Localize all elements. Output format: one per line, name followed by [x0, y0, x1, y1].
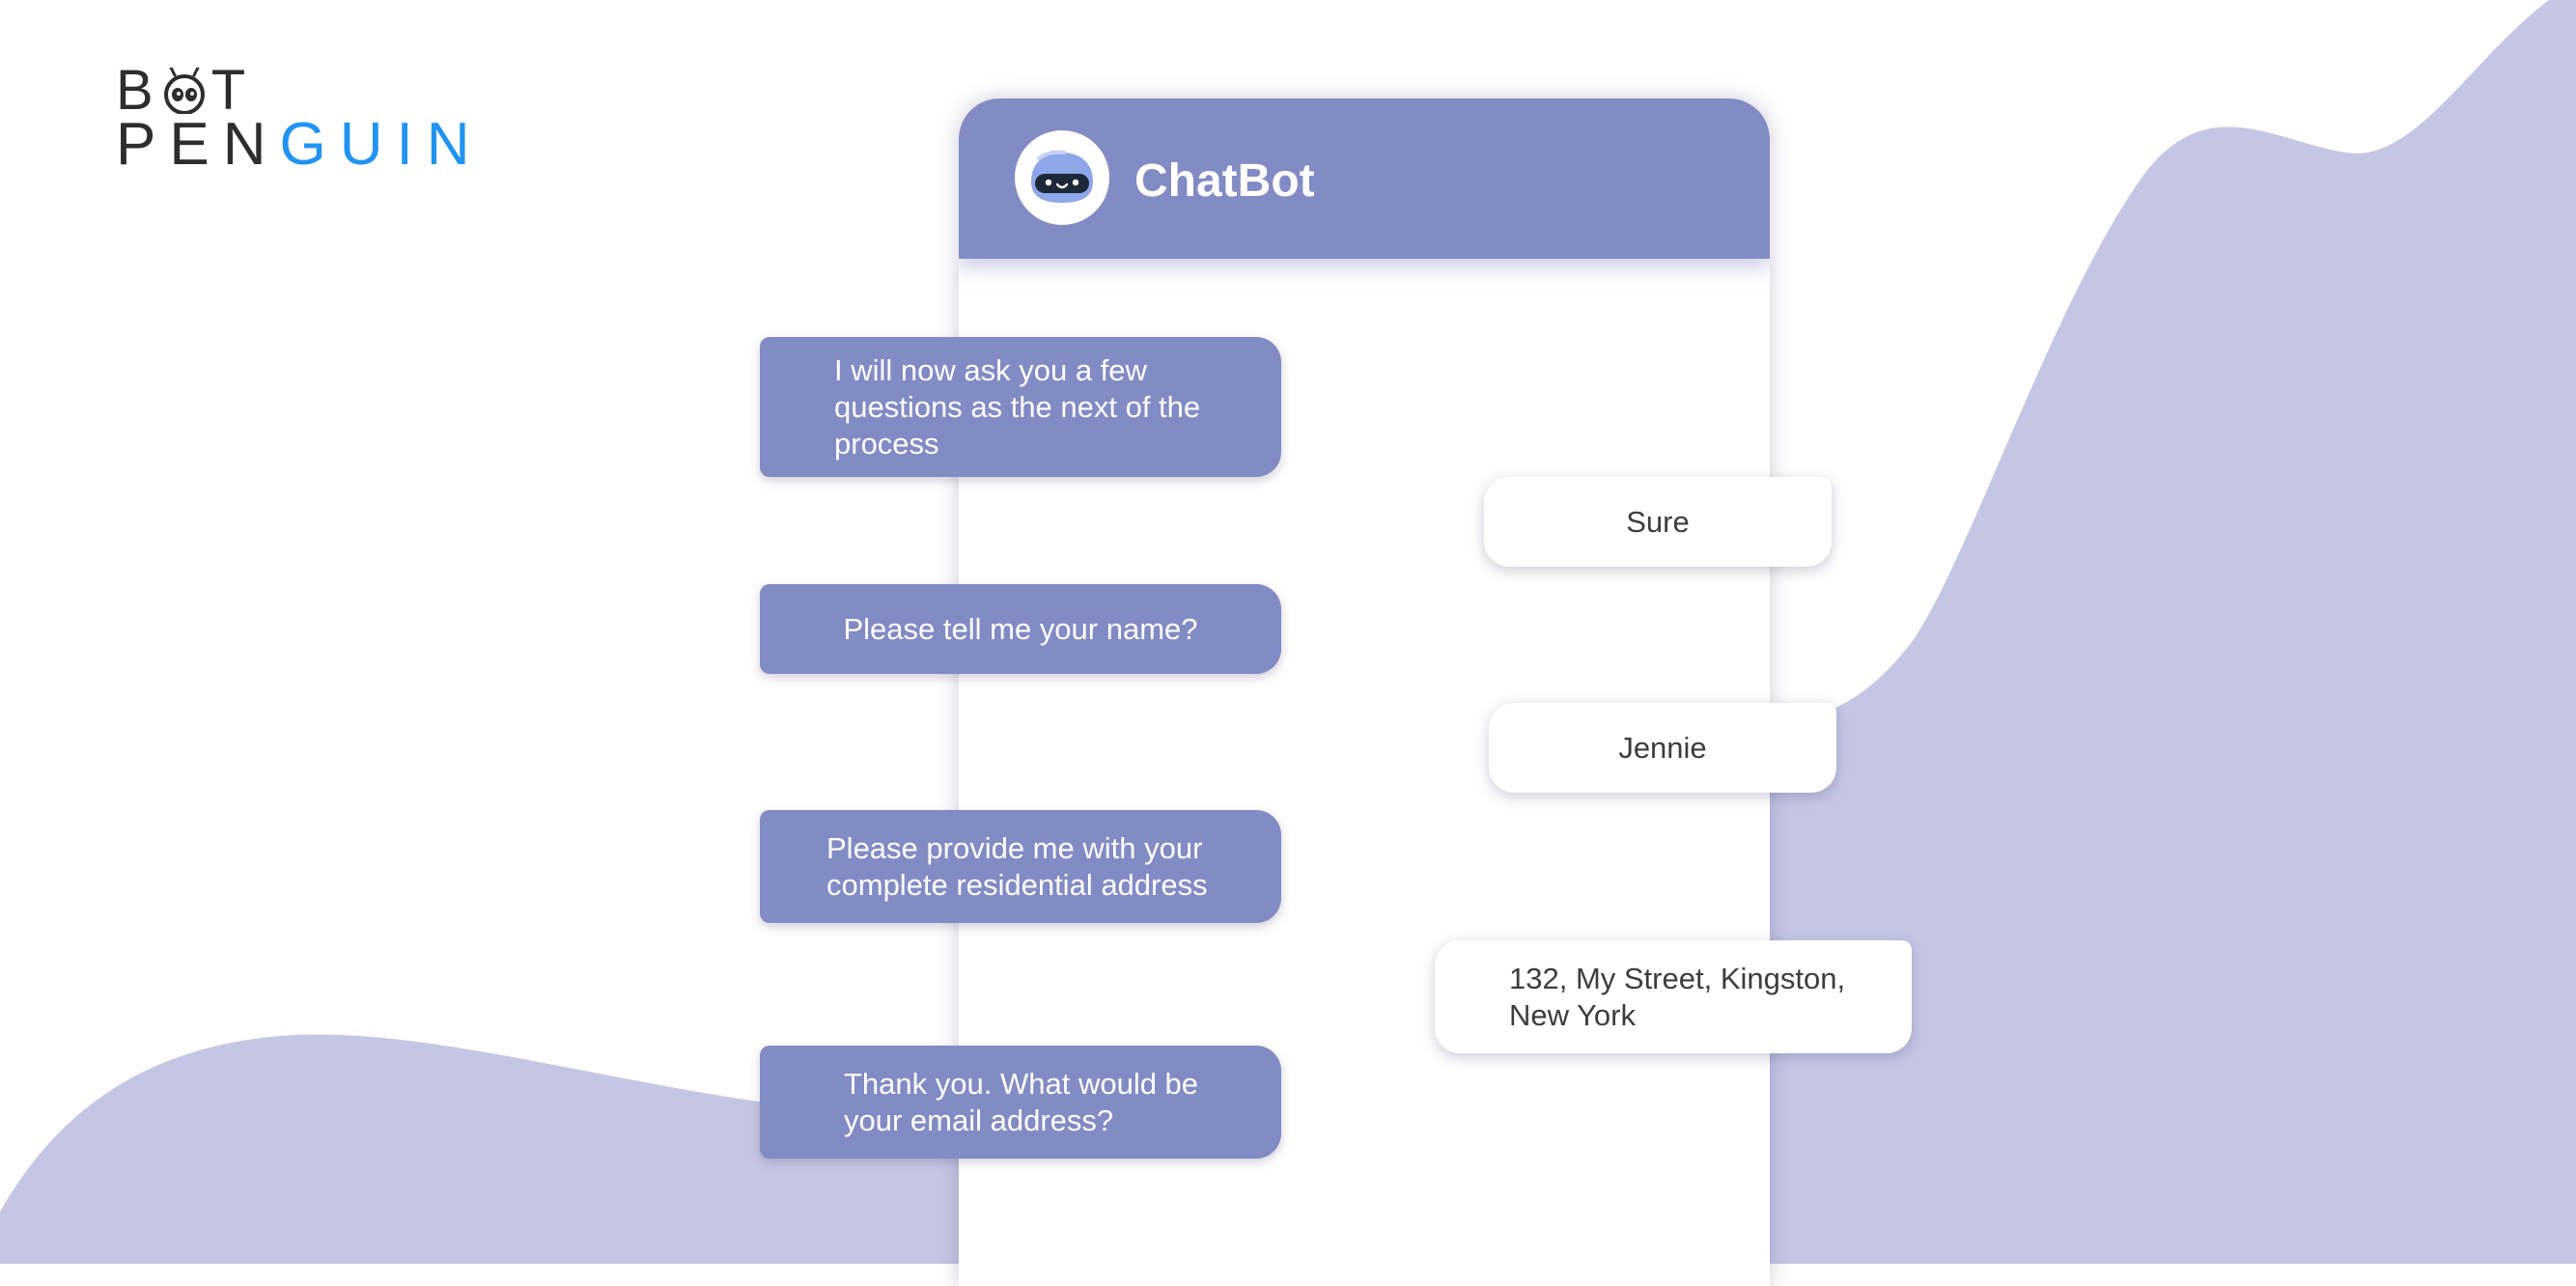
user-message-1: Sure: [1484, 477, 1832, 567]
message-text: Thank you. What would be your email addr…: [844, 1066, 1199, 1137]
message-text: 132, My Street, Kingston, New York: [1509, 961, 1846, 1032]
bot-message-2: Please tell me your name?: [760, 584, 1281, 674]
user-message-3: 132, My Street, Kingston, New York: [1435, 940, 1912, 1053]
penguin-face-icon: [163, 68, 205, 114]
left-wave: [0, 1034, 966, 1264]
logo-letter-b: B: [116, 59, 161, 122]
bot-message-4: Thank you. What would be your email addr…: [760, 1046, 1281, 1159]
robot-face-icon: [1031, 150, 1093, 203]
chat-header: ChatBot: [959, 98, 1770, 259]
logo-letter-t: T: [210, 59, 254, 122]
message-text: Sure: [1626, 504, 1690, 539]
bot-avatar: [1015, 130, 1109, 225]
logo-row-top: B T: [116, 59, 483, 122]
bot-message-1: I will now ask you a few questions as th…: [760, 337, 1281, 477]
message-text: Jennie: [1618, 730, 1707, 765]
message-text: Please tell me your name?: [843, 611, 1198, 646]
logo-text-pen: PEN: [116, 111, 280, 178]
message-text: Please provide me with your complete res…: [826, 830, 1208, 902]
user-message-2: Jennie: [1489, 703, 1836, 793]
chat-title: ChatBot: [1134, 155, 1315, 207]
message-text: I will now ask you a few questions as th…: [834, 352, 1201, 461]
right-wave: [1719, 0, 2576, 1264]
bot-message-3: Please provide me with your complete res…: [760, 810, 1281, 923]
logo-text-guin: GUIN: [279, 111, 484, 178]
